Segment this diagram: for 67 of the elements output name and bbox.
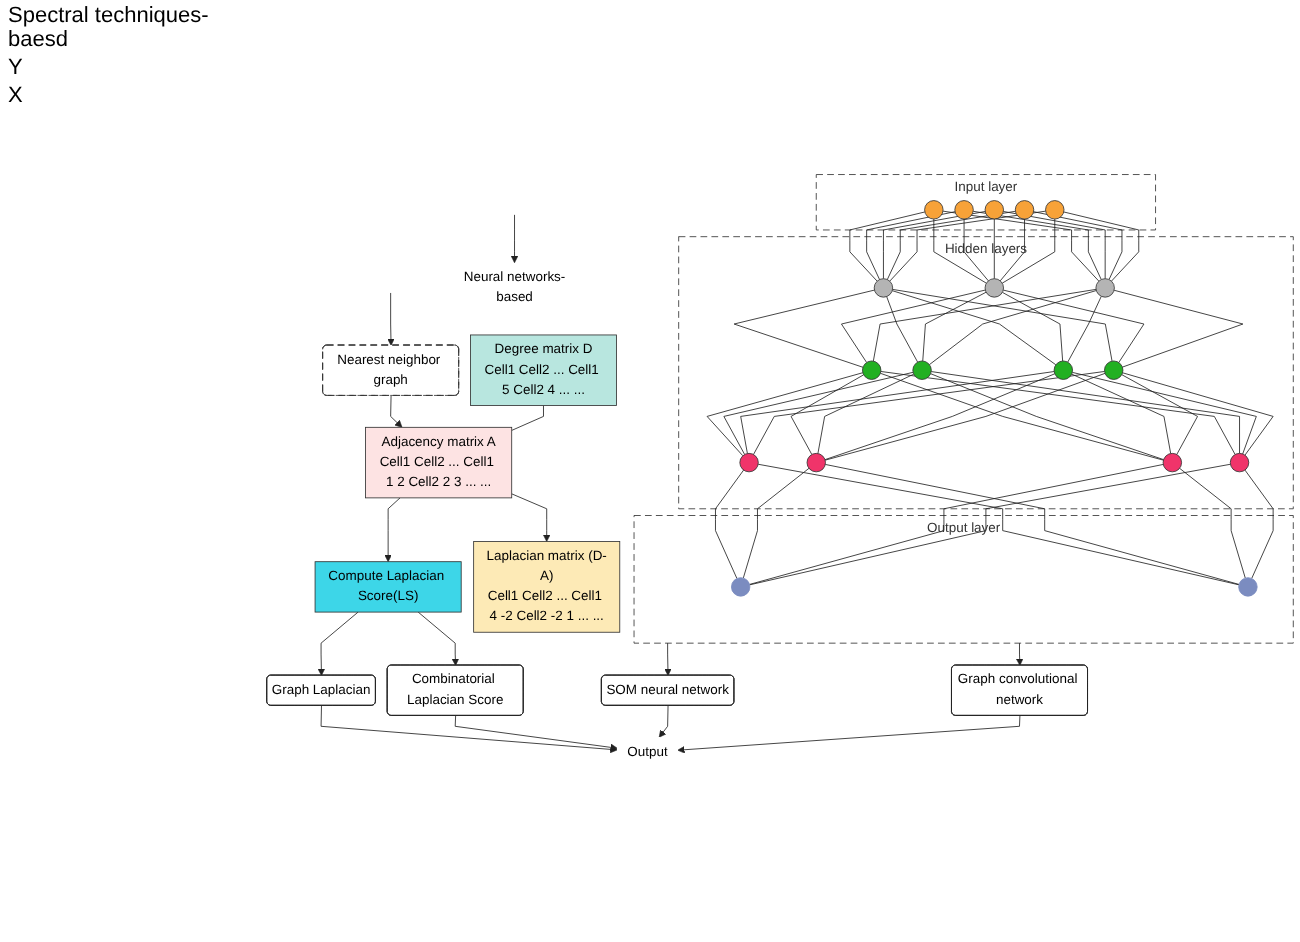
annotation-text: Spectral techniques-baesd [8,4,211,52]
connector [706,372,864,457]
node-circle [1095,278,1115,298]
connector [723,371,914,455]
node-circle [731,577,751,597]
connector [933,218,987,284]
connector [824,464,1240,585]
connector [1244,469,1274,579]
node-circle [873,278,894,298]
node-circle [924,200,944,220]
connector [849,211,926,282]
connector [824,372,1106,461]
connector [1033,211,1123,280]
connector [1179,467,1246,579]
node-circle [1229,452,1250,473]
connector [1121,374,1198,455]
connector [817,373,915,454]
connector [790,374,865,455]
connector [886,296,919,363]
connector [740,371,1055,454]
node-circle [739,452,759,473]
connector [886,210,1016,280]
connector [1002,211,1106,280]
connector [880,372,1164,461]
connector [1071,371,1257,455]
node-circle [1045,200,1065,220]
connector [930,373,1164,461]
connector [883,211,986,280]
connector [1002,291,1064,362]
connector [715,469,745,579]
connector [1001,218,1056,284]
node-circle [1014,200,1035,220]
node-circle [1162,452,1182,473]
connector [1113,289,1244,368]
connector [880,371,1236,455]
connector [922,291,987,362]
connector [993,218,995,280]
node-circle [862,360,882,380]
node-circle [912,360,932,380]
node-circle [1053,360,1073,380]
node-circle [1238,577,1258,597]
connector [866,211,956,280]
connector [753,371,1105,455]
node-circle [806,452,826,473]
connector [1067,295,1102,363]
connector [889,210,1047,282]
connector [1122,372,1274,456]
connector [824,373,1056,461]
node-circle [954,200,974,220]
connector [1002,289,1145,363]
node-circle [1104,360,1124,380]
connector [891,290,1057,366]
connector [1071,373,1172,454]
annotation-text: Y [8,56,25,80]
connector [929,290,1097,366]
connector [963,218,989,282]
connector [930,371,1240,454]
connector [841,289,986,363]
annotation-text: X [8,84,25,108]
connector [972,210,1102,280]
node-circle [984,278,1004,298]
connector [742,467,810,579]
node-circle [984,200,1004,220]
connector [511,405,544,431]
connector [749,464,1164,585]
connector [1063,211,1140,282]
connector [733,289,875,368]
